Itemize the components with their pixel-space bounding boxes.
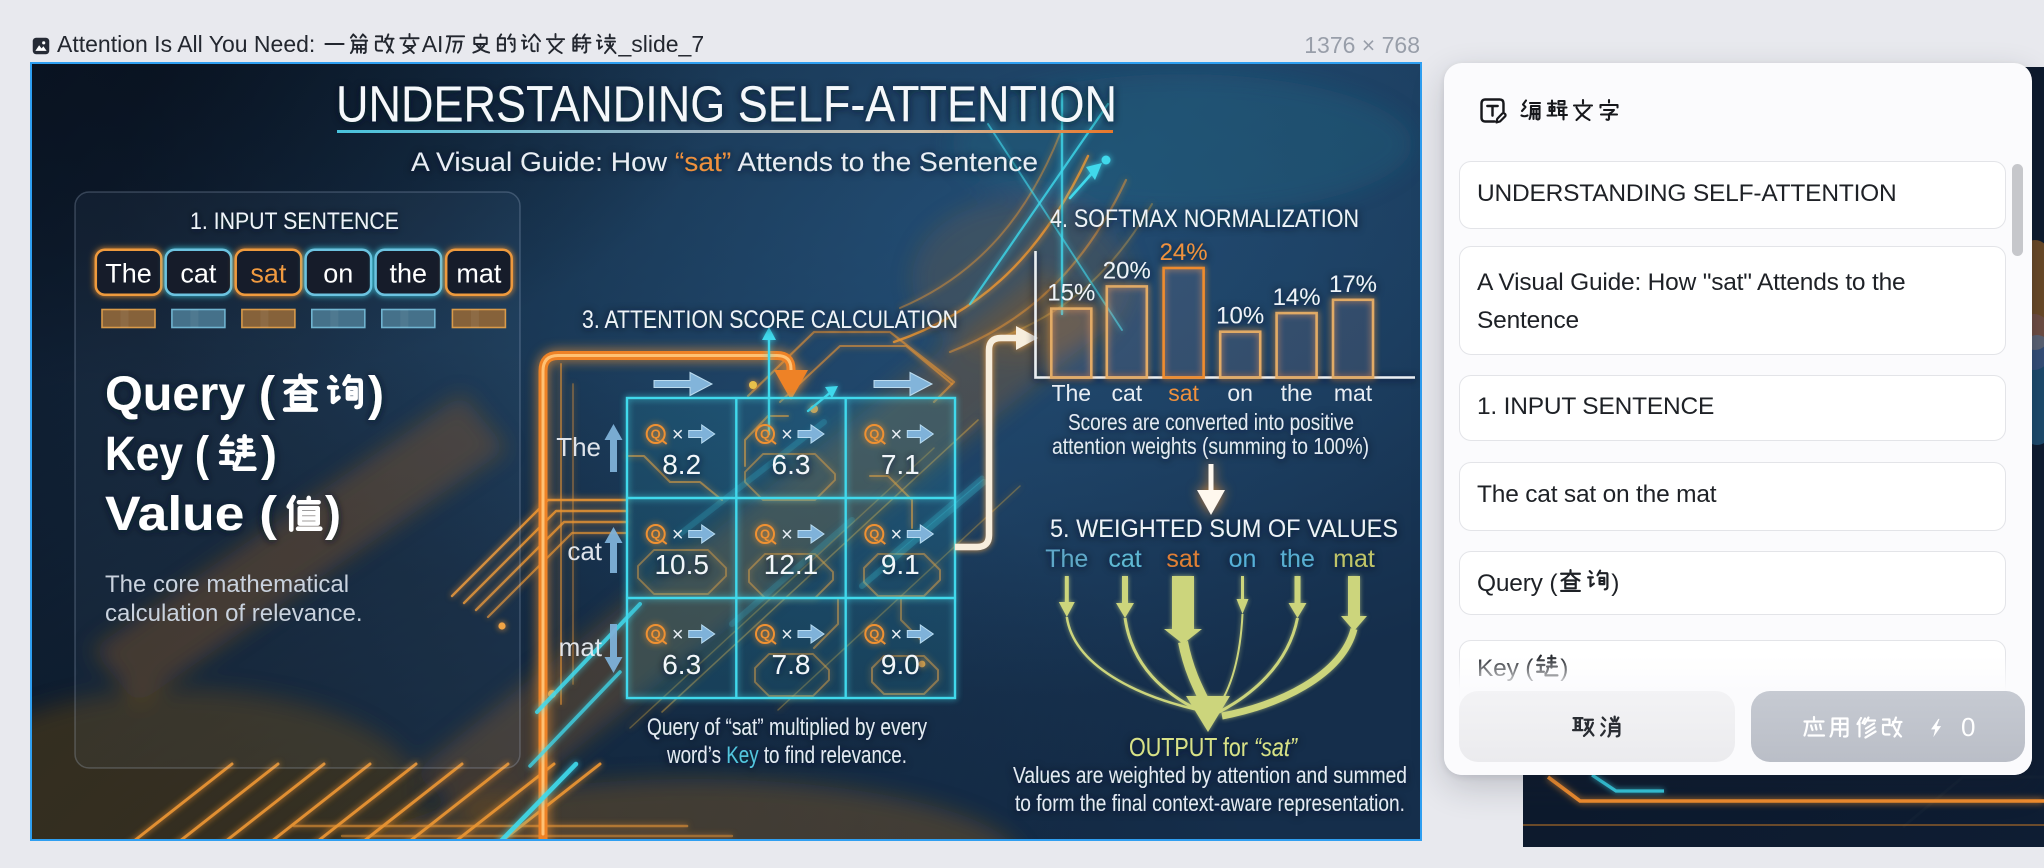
svg-text:8.2: 8.2 <box>662 449 701 480</box>
svg-text:Q: Q <box>869 427 879 442</box>
svg-text:A Visual Guide: How “sat” Atte: A Visual Guide: How “sat” Attends to the… <box>411 147 1038 177</box>
svg-text:24%: 24% <box>1160 239 1208 266</box>
svg-text:7.8: 7.8 <box>772 649 811 680</box>
svg-text:mat: mat <box>1333 545 1375 573</box>
svg-text:The: The <box>105 259 152 289</box>
svg-text:9.1: 9.1 <box>881 549 920 580</box>
svg-text:6.3: 6.3 <box>772 449 811 480</box>
svg-text:Values are weighted by attenti: Values are weighted by attention and sum… <box>1013 762 1407 788</box>
svg-text:×: × <box>672 524 684 546</box>
svg-text:7.1: 7.1 <box>881 449 920 480</box>
svg-text:×: × <box>781 624 793 646</box>
svg-text:Q: Q <box>651 527 661 542</box>
svg-text:Q: Q <box>651 627 661 642</box>
svg-text:15%: 15% <box>1047 280 1095 307</box>
svg-text:calculation of relevance.: calculation of relevance. <box>105 600 362 627</box>
svg-text:12.1: 12.1 <box>764 549 819 580</box>
svg-text:Q: Q <box>869 527 879 542</box>
svg-text:×: × <box>781 424 793 446</box>
svg-text:×: × <box>781 524 793 546</box>
svg-text:): ) <box>261 428 277 481</box>
svg-text:×: × <box>890 624 902 646</box>
svg-text:The: The <box>1051 380 1091 406</box>
svg-text:1. INPUT SENTENCE: 1. INPUT SENTENCE <box>190 208 399 235</box>
svg-text:OUTPUT for “sat”: OUTPUT for “sat” <box>1129 732 1298 762</box>
svg-text:9.0: 9.0 <box>881 649 920 680</box>
svg-text:mat: mat <box>559 632 603 662</box>
svg-text:×: × <box>672 424 684 446</box>
svg-text:on: on <box>1229 545 1257 573</box>
svg-text:Scores are converted into posi: Scores are converted into positive <box>1068 409 1354 435</box>
svg-text:): ) <box>325 488 341 541</box>
svg-text:Q: Q <box>869 627 879 642</box>
svg-text:the: the <box>1280 545 1315 573</box>
svg-text:UNDERSTANDING SELF-ATTENTION: UNDERSTANDING SELF-ATTENTION <box>336 76 1117 133</box>
svg-text:Q: Q <box>651 427 661 442</box>
svg-text:Query of “sat” multiplied by e: Query of “sat” multiplied by every <box>647 714 927 741</box>
svg-text:attention weights (summing to: attention weights (summing to 100%) <box>1052 433 1369 459</box>
svg-text:the: the <box>1281 380 1313 406</box>
svg-text:mat: mat <box>456 259 502 289</box>
svg-text:Value (: Value ( <box>105 488 277 541</box>
svg-text:×: × <box>890 524 902 546</box>
svg-text:Q: Q <box>760 627 770 642</box>
svg-text:the: the <box>390 259 428 289</box>
svg-text:The: The <box>556 432 601 462</box>
svg-text:17%: 17% <box>1329 271 1377 298</box>
svg-text:14%: 14% <box>1273 284 1321 311</box>
svg-text:×: × <box>890 424 902 446</box>
svg-text:cat: cat <box>180 259 217 289</box>
svg-text:5. WEIGHTED SUM OF VALUES: 5. WEIGHTED SUM OF VALUES <box>1050 515 1398 543</box>
svg-text:10%: 10% <box>1216 303 1264 330</box>
svg-text:sat: sat <box>1168 380 1199 406</box>
svg-text:×: × <box>672 624 684 646</box>
svg-text:sat: sat <box>250 259 287 289</box>
svg-text:3. ATTENTION SCORE CALCULATION: 3. ATTENTION SCORE CALCULATION <box>582 306 958 334</box>
svg-text:10.5: 10.5 <box>654 549 709 580</box>
svg-text:sat: sat <box>1166 545 1199 573</box>
svg-text:Key (: Key ( <box>105 428 209 481</box>
svg-text:Query (: Query ( <box>105 368 275 421</box>
svg-text:20%: 20% <box>1103 257 1151 284</box>
svg-text:to form the final context-awar: to form the final context-aware represen… <box>1015 790 1405 816</box>
svg-text:Q: Q <box>760 427 770 442</box>
svg-text:The: The <box>1045 545 1088 573</box>
svg-text:6.3: 6.3 <box>662 649 701 680</box>
svg-text:The core mathematical: The core mathematical <box>105 571 349 598</box>
svg-text:word’s Key to find relevance.: word’s Key to find relevance. <box>666 742 907 769</box>
svg-text:4. SOFTMAX NORMALIZATION: 4. SOFTMAX NORMALIZATION <box>1050 205 1359 233</box>
svg-text:on: on <box>323 259 353 289</box>
svg-text:on: on <box>1227 380 1253 406</box>
svg-text:): ) <box>368 368 384 421</box>
svg-text:cat: cat <box>1111 380 1142 406</box>
svg-text:Q: Q <box>760 527 770 542</box>
svg-text:mat: mat <box>1334 380 1373 406</box>
svg-text:cat: cat <box>1108 545 1141 573</box>
svg-text:cat: cat <box>567 536 602 566</box>
